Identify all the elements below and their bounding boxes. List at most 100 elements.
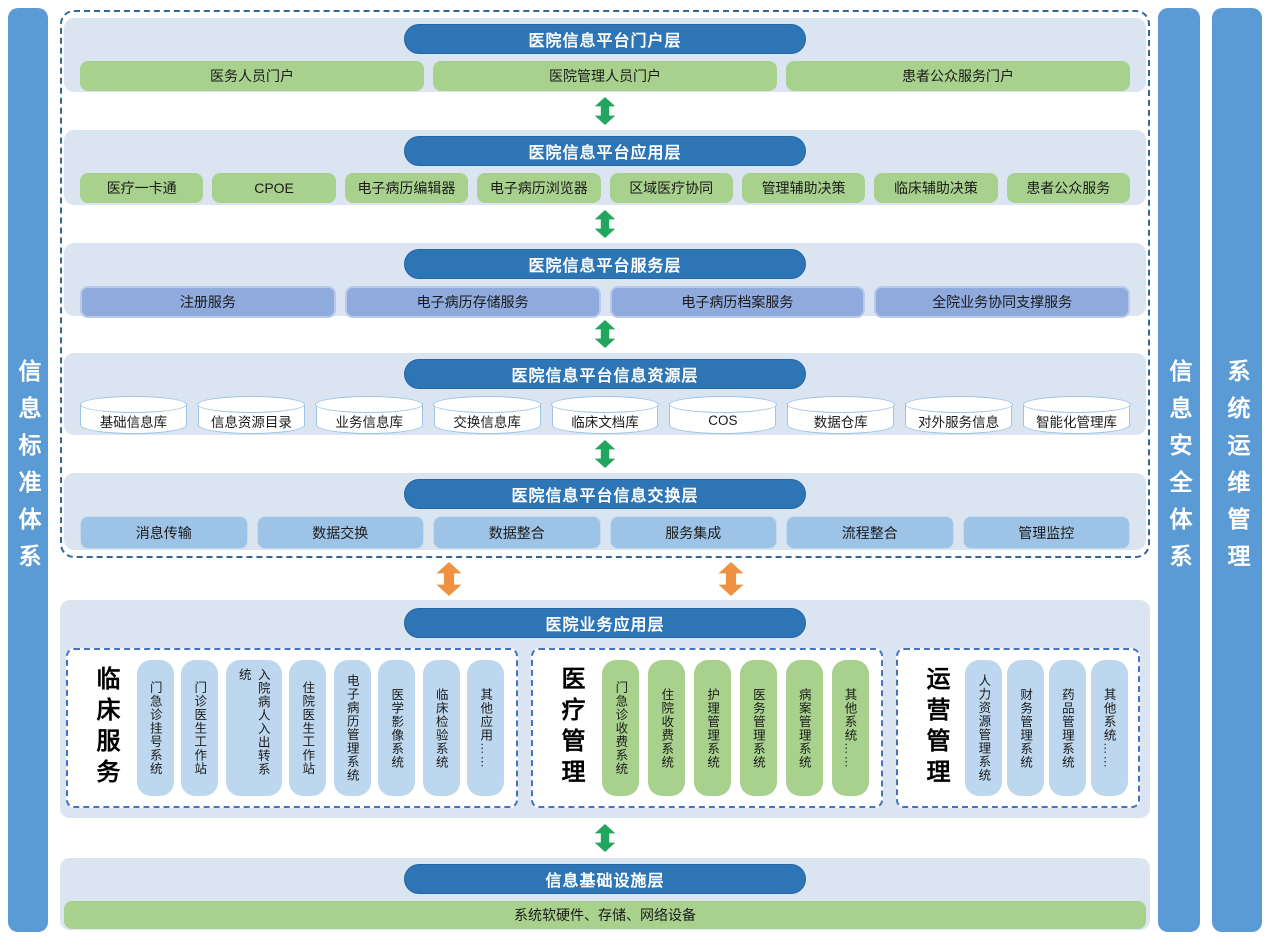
layer-panel-infrastructure: 信息基础设施层 系统软硬件、存储、网络设备 (60, 858, 1150, 930)
system-pills: 门急诊挂号系统 门诊医生工作站 入院病人入出转系统 住院医生工作站 电子病历管理… (133, 660, 508, 796)
exchange-item: 数据整合 (433, 516, 601, 549)
up-down-arrow-icon (594, 824, 616, 852)
application-item: 医疗一卡通 (80, 172, 204, 203)
exchange-items-row: 消息传输 数据交换 数据整合 服务集成 流程整合 管理监控 (64, 509, 1146, 549)
application-item: 临床辅助决策 (874, 172, 998, 203)
up-down-arrow-icon (594, 320, 616, 349)
system-pill: 病案管理系统 (785, 660, 823, 796)
application-item: CPOE (212, 172, 336, 203)
layer-title-pill: 医院业务应用层 (404, 608, 806, 638)
service-item: 电子病历档案服务 (609, 285, 866, 318)
arrow-spacer (64, 435, 1146, 473)
portal-item: 患者公众服务门户 (786, 61, 1130, 91)
cylinder-label: 信息资源目录 (210, 414, 292, 430)
cylinder-label: 智能化管理库 (1036, 414, 1118, 430)
portal-items-row: 医务人员门户 医院管理人员门户 患者公众服务门户 (64, 54, 1146, 91)
system-pill: 其他应用…… (467, 660, 505, 796)
exchange-item: 数据交换 (256, 516, 424, 549)
cylinder-label: 业务信息库 (335, 414, 403, 430)
cylinder-label: 数据仓库 (813, 414, 868, 430)
database-cylinder: COS (668, 396, 777, 435)
application-item: 电子病历浏览器 (477, 172, 601, 203)
database-cylinder: 数据仓库 (786, 396, 895, 435)
service-item: 注册服务 (80, 285, 336, 318)
sidebar-information-standard-system: 信息标准体系 (8, 8, 48, 932)
group-label: 医疗管理 (557, 666, 584, 790)
system-pill: 电子病历管理系统 (333, 660, 371, 796)
sidebar-information-security-system: 信息安全体系 (1158, 8, 1200, 932)
exchange-item: 管理监控 (962, 516, 1130, 549)
arrow-spacer (60, 818, 1150, 858)
cylinder-label: 基础信息库 (99, 414, 168, 430)
database-cylinder: 对外服务信息 (904, 396, 1013, 435)
service-item: 全院业务协同支撑服务 (874, 285, 1130, 318)
system-pills: 门急诊收费系统 住院收费系统 护理管理系统 医务管理系统 病案管理系统 其他系统… (598, 660, 873, 796)
arrow-spacer (64, 92, 1146, 130)
platform-layers-dashed-container: 医院信息平台门户层 医务人员门户 医院管理人员门户 患者公众服务门户 医院信息平… (60, 10, 1150, 558)
system-pill: 财务管理系统 (1007, 660, 1045, 796)
service-items-row: 注册服务 电子病历存储服务 电子病历档案服务 全院业务协同支撑服务 (64, 279, 1146, 318)
system-pill: 入院病人入出转系统 (225, 660, 282, 796)
system-pill: 门诊医生工作站 (181, 660, 219, 796)
service-item: 电子病历存储服务 (344, 285, 601, 318)
orange-up-down-arrow-icon (436, 562, 462, 596)
layer-title-pill: 信息基础设施层 (404, 864, 806, 894)
main-diagram-column: 医院信息平台门户层 医务人员门户 医院管理人员门户 患者公众服务门户 医院信息平… (60, 10, 1150, 930)
system-pill: 其他系统…… (1090, 660, 1128, 796)
group-clinical-services: 临床服务 门急诊挂号系统 门诊医生工作站 入院病人入出转系统 住院医生工作站 电… (66, 648, 518, 808)
layer-panel-application: 医院信息平台应用层 医疗一卡通 CPOE 电子病历编辑器 电子病历浏览器 区域医… (64, 129, 1146, 205)
up-down-arrow-icon (594, 96, 616, 125)
system-pill: 临床检验系统 (422, 660, 460, 796)
database-cylinders-row: 基础信息库 信息资源目录 业务信息库 交换信息库 临床文档库 COS 数据仓库 … (64, 389, 1146, 435)
application-item: 管理辅助决策 (741, 172, 866, 203)
system-pill: 医务管理系统 (739, 660, 777, 796)
sidebar-label: 系统运维管理 (1224, 359, 1250, 581)
cylinder-label: 交换信息库 (453, 414, 521, 430)
portal-item: 医院管理人员门户 (433, 61, 777, 91)
database-cylinder: 交换信息库 (433, 396, 541, 435)
system-pill: 护理管理系统 (694, 660, 732, 796)
layer-panel-resource: 医院信息平台信息资源层 基础信息库 信息资源目录 业务信息库 交换信息库 临床文… (64, 353, 1146, 436)
infrastructure-bar: 系统软硬件、存储、网络设备 (64, 901, 1146, 929)
layer-title-pill: 医院信息平台信息交换层 (404, 479, 806, 509)
system-pill: 住院医生工作站 (289, 660, 327, 796)
layer-title-pill: 医院信息平台应用层 (404, 135, 806, 166)
database-cylinder: 智能化管理库 (1022, 396, 1131, 435)
business-groups-row: 临床服务 门急诊挂号系统 门诊医生工作站 入院病人入出转系统 住院医生工作站 电… (60, 638, 1150, 808)
application-item: 电子病历编辑器 (344, 172, 469, 203)
database-cylinder: 业务信息库 (315, 396, 424, 435)
system-pill: 门急诊收费系统 (602, 660, 640, 796)
layer-title-pill: 医院信息平台服务层 (404, 248, 806, 279)
up-down-arrow-icon (594, 440, 616, 469)
cylinder-label: 对外服务信息 (918, 414, 1000, 430)
system-pill: 其他系统…… (831, 660, 869, 796)
database-cylinder: 信息资源目录 (197, 396, 306, 435)
sidebar-system-operations-management: 系统运维管理 (1212, 8, 1262, 932)
layer-panel-exchange: 医院信息平台信息交换层 消息传输 数据交换 数据整合 服务集成 流程整合 管理监… (64, 473, 1146, 550)
system-pill: 医学影像系统 (378, 660, 416, 796)
layer-panel-service: 医院信息平台服务层 注册服务 电子病历存储服务 电子病历档案服务 全院业务协同支… (64, 242, 1146, 318)
orange-arrows-row (60, 558, 1150, 600)
database-cylinder: 临床文档库 (551, 396, 659, 435)
sidebar-label: 信息安全体系 (1166, 359, 1192, 581)
layer-panel-business: 医院业务应用层 临床服务 门急诊挂号系统 门诊医生工作站 入院病人入出转系统 住… (60, 600, 1150, 818)
cylinder-label: COS (708, 413, 738, 429)
group-operations-management: 运营管理 人力资源管理系统 财务管理系统 药品管理系统 其他系统…… (896, 648, 1140, 808)
application-item: 患者公众服务 (1006, 172, 1130, 203)
layer-title-pill: 医院信息平台门户层 (404, 24, 806, 54)
arrow-spacer (64, 205, 1146, 243)
arrow-spacer (64, 316, 1146, 354)
system-pill: 门急诊挂号系统 (136, 660, 174, 796)
up-down-arrow-icon (594, 209, 616, 238)
system-pills: 人力资源管理系统 财务管理系统 药品管理系统 其他系统…… (963, 660, 1130, 796)
layer-title-pill: 医院信息平台信息资源层 (404, 359, 806, 390)
sidebar-label: 信息标准体系 (15, 359, 41, 581)
database-cylinder: 基础信息库 (79, 396, 188, 435)
system-pill: 人力资源管理系统 (965, 660, 1003, 796)
orange-up-down-arrow-icon (718, 562, 744, 596)
system-pill: 住院收费系统 (648, 660, 686, 796)
application-items-row: 医疗一卡通 CPOE 电子病历编辑器 电子病历浏览器 区域医疗协同 管理辅助决策… (64, 166, 1146, 203)
cylinder-label: 临床文档库 (571, 414, 639, 430)
group-label: 临床服务 (92, 666, 119, 790)
